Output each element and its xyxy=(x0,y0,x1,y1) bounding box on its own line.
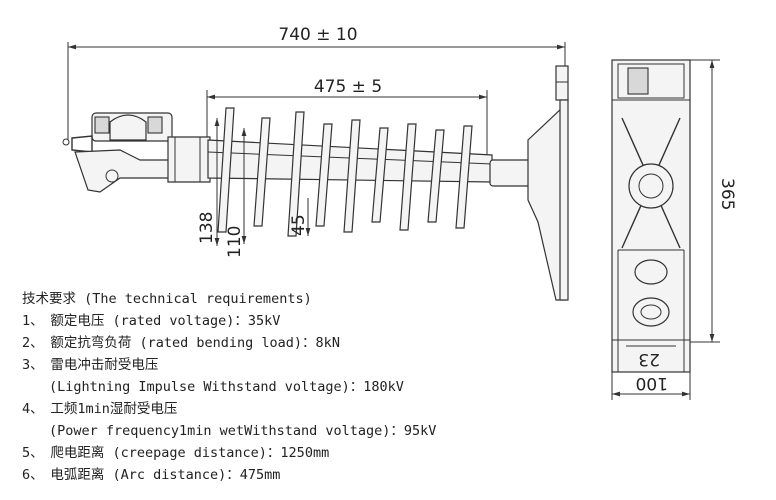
height-365-label: 365 xyxy=(717,178,737,210)
right-end-fitting xyxy=(489,65,569,301)
base-23-label: 23 xyxy=(638,349,660,369)
requirement-5: 5、 爬电距离 (creepage distance)：1250mm xyxy=(22,445,330,461)
sheds xyxy=(217,107,473,237)
overall-length-dimension: 740 ± 10 xyxy=(67,25,566,140)
requirement-3: 3、 雷电冲击耐受电压 xyxy=(22,357,159,373)
requirement-3-detail: (Lightning Impulse Withstand voltage)：18… xyxy=(22,379,404,395)
shed-110-label: 110 xyxy=(225,226,245,258)
insulation-length-label: 475 ± 5 xyxy=(314,77,382,97)
requirement-6: 6、 电弧距离 (Arc distance)：475mm xyxy=(22,467,281,483)
shed-45-label: 45 xyxy=(289,214,309,236)
base-plate-side-view xyxy=(611,59,691,373)
requirement-1: 1、 额定电压 (rated voltage)：35kV xyxy=(22,313,281,329)
insulation-length-dimension: 475 ± 5 xyxy=(206,77,488,160)
base-dimensions: 23 100 xyxy=(611,349,691,400)
height-dimension: 365 xyxy=(690,59,737,343)
shed-dimensions: 138 110 45 xyxy=(197,118,311,258)
shed-138-label: 138 xyxy=(197,212,217,244)
base-100-label: 100 xyxy=(636,373,668,393)
overall-length-label: 740 ± 10 xyxy=(278,25,357,45)
requirement-2: 2、 额定抗弯负荷 (rated bending load)：8kN xyxy=(22,335,340,351)
requirement-4-detail: (Power frequency1min wetWithstand voltag… xyxy=(22,423,437,439)
requirement-4: 4、 工频1min湿耐受电压 xyxy=(22,401,178,417)
requirements-heading: 技术要求 (The technical requirements) xyxy=(22,291,312,307)
left-end-fitting xyxy=(62,112,211,193)
